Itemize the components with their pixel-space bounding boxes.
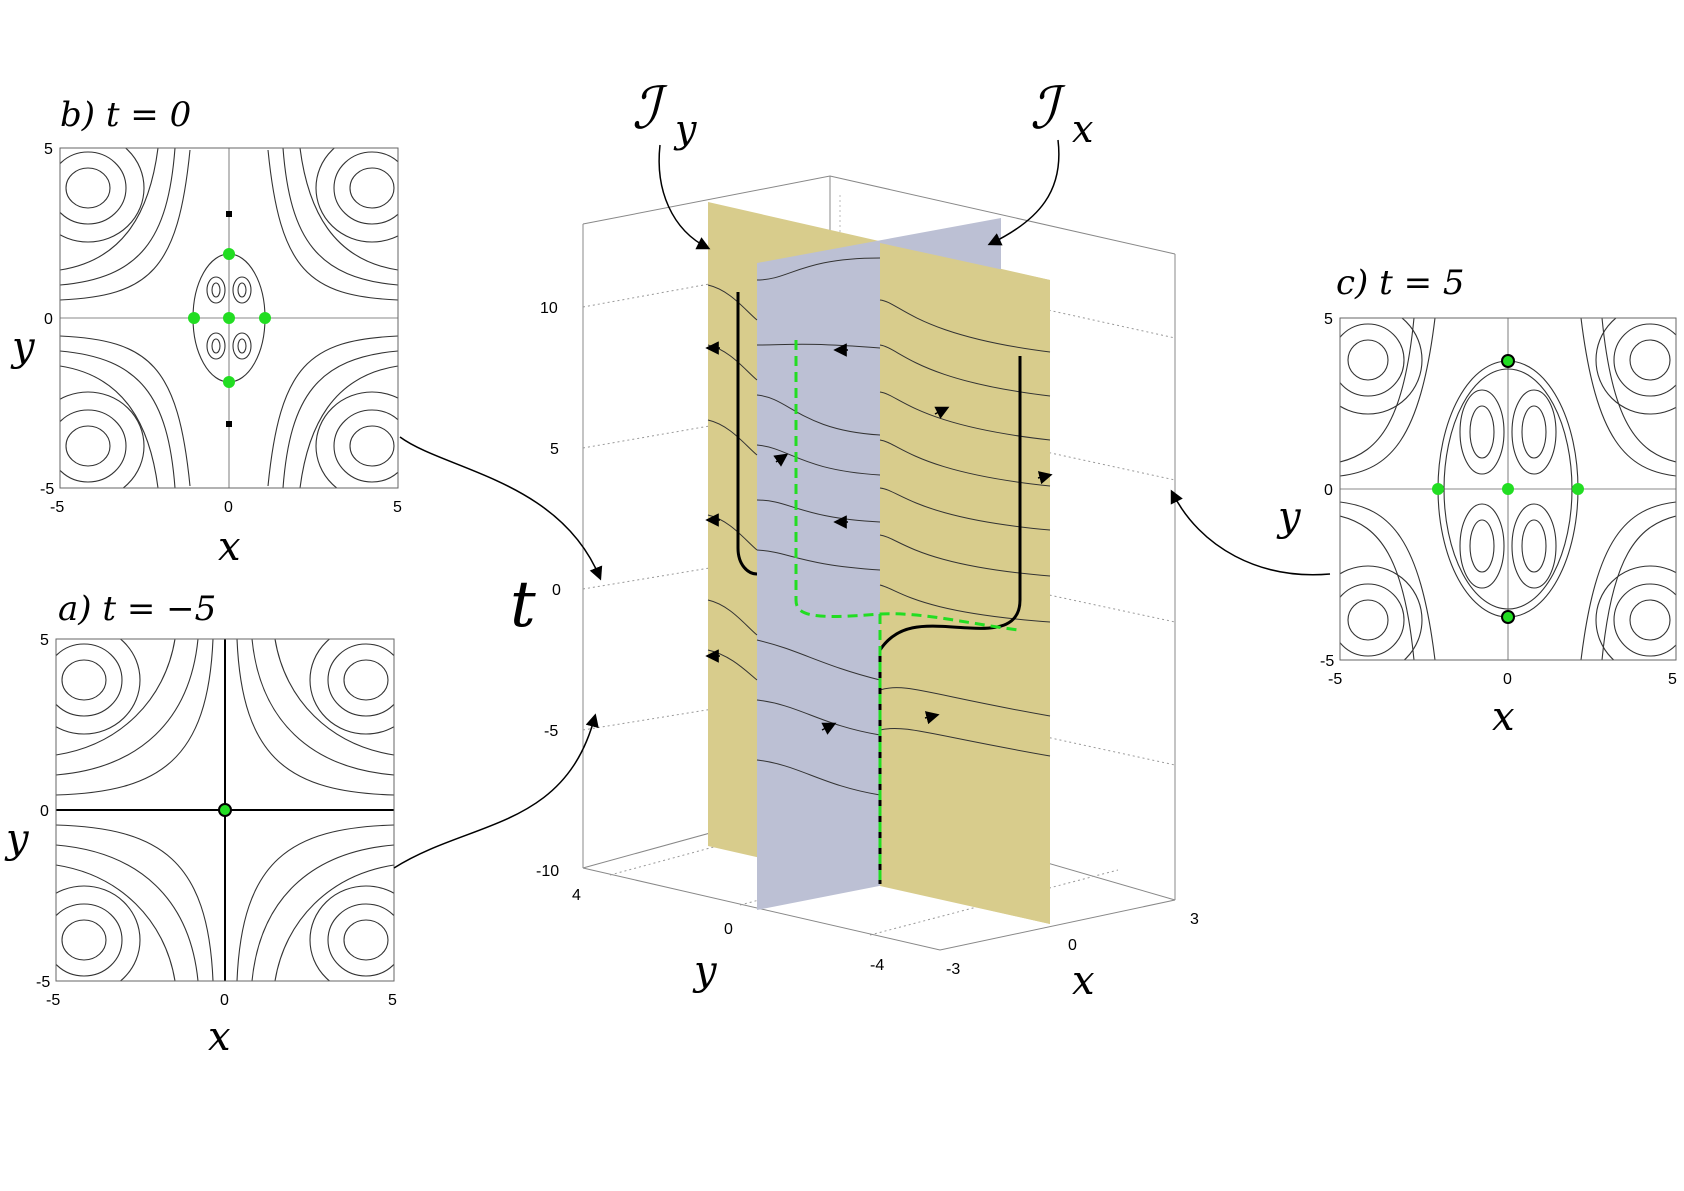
arrow-panel-c	[1170, 489, 1331, 576]
t-tick-neg5: -5	[544, 723, 558, 740]
t-tick-neg10: -10	[536, 863, 559, 880]
panel-c: c) t = 5	[1276, 263, 1677, 740]
panel-a-ylabel: y	[4, 816, 30, 862]
arrow-Ix	[987, 139, 1060, 246]
panel-b: b) t = 0	[10, 95, 402, 570]
panel-a-title: a) t = −5	[58, 589, 216, 629]
panel-a-xlabel: x	[208, 1014, 231, 1060]
panel-c-ytick-min: -5	[1320, 653, 1334, 670]
y-axis-label: y	[692, 948, 718, 994]
panel-c-ytick-max: 5	[1324, 311, 1333, 328]
panel-c-frame	[1339, 317, 1677, 661]
label-Iy-main: ℐ	[632, 74, 668, 142]
panel-b-ytick-mid: 0	[44, 311, 53, 328]
panel-b-ytick-max: 5	[44, 141, 53, 158]
panel-a-ytick-min: -5	[36, 974, 50, 991]
x-tick-0: 0	[1068, 937, 1077, 954]
panel-c-xtick-max: 5	[1668, 671, 1677, 688]
label-Ix-main: ℐ	[1030, 74, 1066, 142]
label-Iy: ℐ y	[632, 74, 697, 151]
plane-Ix-front	[880, 243, 1050, 924]
panel-a-ytick-mid: 0	[40, 803, 49, 820]
y-tick-4: 4	[572, 887, 581, 904]
panel-b-title: b) t = 0	[60, 95, 191, 135]
panel-c-fixed-points	[1432, 354, 1584, 624]
t-tick-10: 10	[540, 300, 558, 317]
panel-c-title: c) t = 5	[1336, 263, 1465, 303]
panel-a: a) t = −5	[4, 589, 397, 1060]
label-Ix-sub: x	[1072, 107, 1093, 151]
panel-a-fixed-point	[218, 803, 232, 817]
manifold-curve	[794, 340, 1019, 884]
panel-c-xtick-mid: 0	[1503, 671, 1512, 688]
x-axis-label: x	[1072, 958, 1095, 1004]
t-tick-5: 5	[550, 441, 559, 458]
panel-c-ylabel: y	[1276, 494, 1302, 540]
panel-b-xlabel: x	[218, 524, 241, 570]
panel-b-fixed-points	[188, 211, 271, 427]
panel-b-xtick-mid: 0	[224, 499, 233, 516]
bold-trajectories	[736, 292, 1022, 884]
t-axis-label: t	[510, 568, 536, 642]
connector-arrows	[393, 139, 1331, 869]
panel-c-streamlines	[1340, 318, 1676, 660]
panel-a-frame	[55, 638, 395, 982]
panel-c-ytick-mid: 0	[1324, 482, 1333, 499]
panel-b-xtick-max: 5	[393, 499, 402, 516]
label-Ix: ℐ x	[1030, 74, 1093, 151]
y-tick-neg4: -4	[870, 957, 884, 974]
trajectories	[707, 257, 1051, 796]
panel-a-xtick-min: -5	[46, 992, 60, 1009]
x-tick-neg3: -3	[946, 961, 960, 978]
arrow-panel-a	[393, 713, 599, 869]
panel-a-xtick-max: 5	[388, 992, 397, 1009]
panel-b-ytick-min: -5	[40, 481, 54, 498]
x-tick-3: 3	[1190, 911, 1199, 928]
direction-arrows	[705, 341, 1053, 735]
panel-c-xlabel: x	[1492, 694, 1515, 740]
panel-a-xtick-mid: 0	[220, 992, 229, 1009]
panel-b-ylabel: y	[10, 324, 36, 370]
y-tick-0: 0	[724, 921, 733, 938]
center-3d-plot: 10 5 0 -5 -10 4 0 -4 -3 0 3 t y x ℐ y ℐ …	[510, 74, 1199, 1004]
panel-a-ytick-max: 5	[40, 632, 49, 649]
panel-b-xtick-min: -5	[50, 499, 64, 516]
panel-b-streamlines	[60, 148, 398, 488]
panel-b-frame	[59, 147, 399, 489]
arrow-Iy	[658, 144, 711, 250]
t-tick-0: 0	[552, 582, 561, 599]
panel-a-streamlines	[56, 639, 394, 981]
arrow-panel-b	[399, 436, 603, 581]
label-Iy-sub: y	[673, 107, 697, 151]
panel-c-xtick-min: -5	[1328, 671, 1342, 688]
